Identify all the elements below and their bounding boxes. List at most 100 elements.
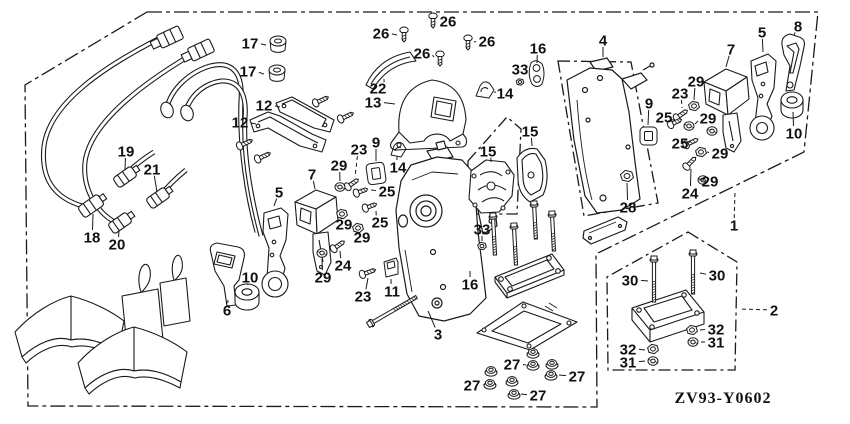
part-callout-25: 25 — [656, 110, 673, 127]
bolt-icon — [529, 200, 539, 240]
thread — [493, 251, 497, 254]
thread — [344, 114, 348, 119]
callout-leader — [699, 328, 706, 331]
screw-shaft — [316, 95, 330, 105]
locknut-icon — [544, 370, 558, 381]
callout-leader — [761, 38, 764, 53]
part-callout-12: 12 — [256, 98, 273, 115]
part-callout-23: 23 — [355, 289, 372, 306]
thread — [353, 180, 357, 184]
cable-boot — [160, 101, 174, 119]
part-callout-18: 18 — [84, 230, 101, 247]
part-callout-25: 25 — [672, 136, 689, 153]
callout-leader — [647, 109, 650, 126]
washer-icon — [316, 248, 328, 258]
thread — [513, 255, 518, 259]
bracket-12-lower — [249, 111, 327, 153]
part-callout-8: 8 — [794, 19, 802, 36]
callout-leader — [693, 87, 696, 101]
part-callout-25: 25 — [372, 215, 389, 232]
thread — [552, 248, 556, 251]
washer-icon — [683, 121, 695, 131]
spacer-plate — [494, 253, 565, 299]
thread — [533, 231, 538, 235]
callout-leader — [689, 168, 692, 187]
thread — [366, 270, 370, 275]
callout-leader — [738, 308, 768, 311]
nut-icon — [619, 169, 635, 183]
connector-19 — [113, 164, 141, 188]
callout-leader — [680, 99, 683, 109]
thread — [534, 234, 538, 237]
screw-icon — [352, 187, 369, 198]
connector-18 — [78, 193, 108, 218]
thread — [466, 42, 470, 45]
grommet-17-a — [269, 35, 287, 53]
part-callout-20: 20 — [109, 237, 126, 254]
callout-leader — [258, 71, 265, 75]
part-callout-32: 32 — [620, 342, 637, 359]
thread — [551, 235, 555, 238]
harness-connector-a — [149, 25, 184, 50]
thread — [321, 97, 326, 101]
hang-tag — [159, 254, 191, 327]
part-callout-10: 10 — [786, 126, 803, 143]
housing-13 — [390, 79, 468, 151]
part-callout-11: 11 — [384, 284, 400, 301]
washer-icon — [647, 356, 659, 366]
part-callout-24: 24 — [335, 258, 352, 275]
thread — [245, 140, 250, 144]
nut-hole — [339, 211, 345, 217]
thread — [350, 182, 355, 185]
upper-housing-art — [249, 51, 468, 153]
nut-hole — [689, 327, 695, 333]
part-callout-17: 17 — [242, 36, 259, 53]
part-callout-29: 29 — [702, 174, 719, 191]
bracket-7-right — [703, 68, 750, 153]
right-lever-set-art — [703, 33, 805, 153]
thread — [652, 280, 656, 283]
locknut-icon — [505, 376, 519, 387]
thread — [513, 253, 518, 256]
thread — [691, 286, 695, 289]
part-callout-29: 29 — [331, 158, 348, 175]
thread — [402, 34, 406, 37]
cover-22 — [365, 51, 417, 90]
locknut-icon — [484, 366, 498, 377]
thread — [397, 305, 401, 309]
thread — [492, 238, 496, 241]
thread — [652, 285, 656, 288]
main-assembly-border — [24, 11, 819, 408]
plate-11 — [383, 257, 399, 278]
thread — [339, 242, 343, 246]
thread — [431, 23, 435, 26]
part-callout-31: 31 — [708, 335, 725, 352]
thread — [682, 111, 686, 115]
bolt-head-cap — [489, 212, 497, 218]
connector-21 — [146, 185, 174, 209]
part-callout-24: 24 — [682, 186, 699, 203]
screw-shaft — [366, 202, 378, 210]
thread — [514, 261, 518, 264]
callout-leader — [520, 393, 528, 396]
screw-icon — [682, 137, 699, 150]
nut-icon — [688, 100, 700, 112]
part-callout-15: 15 — [480, 144, 497, 161]
callout-leader — [640, 279, 649, 282]
bracket-7-left — [294, 189, 339, 276]
callout-leader — [733, 191, 736, 219]
thread — [691, 278, 695, 281]
part-callout-13: 13 — [365, 95, 382, 112]
grommet-17-b — [268, 64, 286, 82]
thread — [363, 188, 367, 192]
thread — [652, 296, 656, 299]
part-callout-26: 26 — [373, 26, 390, 43]
housing-4-art — [566, 57, 655, 245]
thread — [652, 288, 656, 291]
part-callout-29: 29 — [712, 146, 729, 163]
thread — [691, 291, 695, 294]
callout-leader — [354, 155, 358, 178]
thread — [689, 140, 693, 144]
part-callout-7: 7 — [308, 167, 316, 184]
thread — [243, 141, 247, 146]
